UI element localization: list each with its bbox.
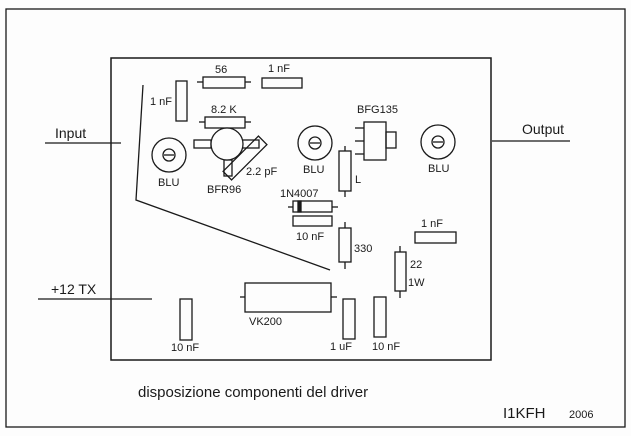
trimmer-blu-left (151, 137, 187, 173)
capacitor-1nf-right (414, 231, 457, 244)
label-r22-power: 1W (408, 277, 425, 289)
capacitor-10nf-right (373, 296, 387, 338)
author-callsign: I1KFH (503, 405, 546, 422)
label-r8k2: 8.2 K (211, 104, 237, 116)
transistor-bfr96 (193, 127, 260, 177)
trimmer-blu-mid (297, 125, 333, 161)
output-label: Output (522, 121, 564, 137)
label-vk200: VK200 (249, 316, 282, 328)
capacitor-1uf (342, 298, 356, 340)
label-bfg135: BFG135 (357, 104, 398, 116)
ground-boundary-line (135, 84, 331, 271)
diagram-year: 2006 (569, 409, 593, 421)
label-c1nf-top: 1 nF (268, 63, 290, 75)
capacitor-2p2 (222, 135, 268, 181)
pcb-outline (110, 57, 492, 361)
label-c10nf-mid: 10 nF (296, 231, 324, 243)
capacitor-1nf-left (175, 80, 188, 122)
capacitor-10nf-mid (292, 215, 333, 227)
capacitor-1nf-top (261, 77, 303, 89)
label-blu-mid: BLU (303, 164, 324, 176)
label-c1uf: 1 uF (330, 341, 352, 353)
trimmer-blu-right (420, 124, 456, 160)
label-r56: 56 (215, 64, 227, 76)
inductor-l (338, 146, 352, 197)
choke-vk200 (240, 282, 337, 313)
label-blu-right: BLU (428, 163, 449, 175)
label-r22-value: 22 (410, 259, 422, 271)
label-c1nf-left: 1 nF (150, 96, 172, 108)
input-label: Input (55, 125, 86, 141)
label-c10nf-right: 10 nF (372, 341, 400, 353)
resistor-8k2 (199, 116, 251, 129)
label-diode: 1N4007 (280, 188, 319, 200)
label-c10nf-left: 10 nF (171, 342, 199, 354)
outer-frame (5, 8, 626, 428)
capacitor-10nf-left (179, 298, 193, 341)
resistor-330 (338, 222, 352, 269)
transistor-bfg135 (355, 121, 397, 161)
resistor-22-1w (394, 246, 407, 298)
label-inductor: L (355, 174, 361, 186)
label-r330: 330 (354, 243, 372, 255)
diode-1n4007 (288, 200, 338, 213)
diagram-caption: disposizione componenti del driver (138, 384, 368, 401)
supply-label: +12 TX (51, 281, 97, 297)
label-c2p2: 2.2 pF (246, 166, 277, 178)
resistor-56 (197, 76, 251, 89)
label-bfr96: BFR96 (207, 184, 241, 196)
label-blu-left: BLU (158, 177, 179, 189)
label-c1nf-right: 1 nF (421, 218, 443, 230)
